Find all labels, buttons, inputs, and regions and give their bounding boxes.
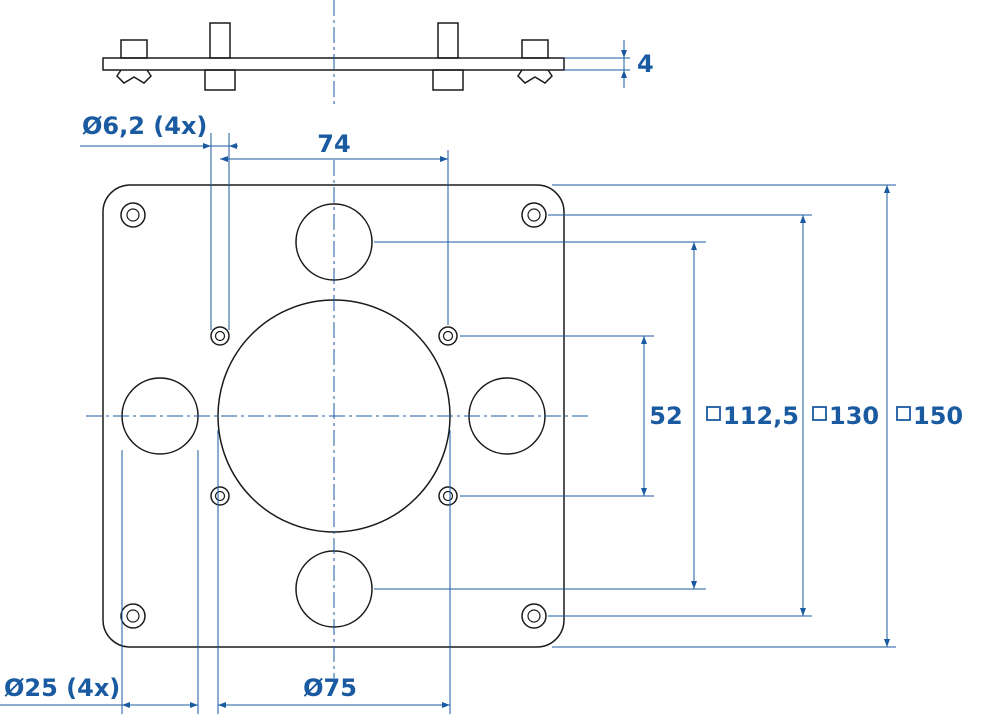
square-symbol bbox=[706, 406, 721, 421]
small-hole-top-left bbox=[210, 326, 230, 346]
hole-spacing-x-dimension bbox=[220, 150, 449, 325]
small-hole-label: Ø6,2 (4x) bbox=[82, 112, 207, 140]
center-hole-dimension bbox=[217, 430, 451, 714]
square-symbol bbox=[812, 406, 827, 421]
side-stud-left bbox=[204, 22, 236, 91]
corner-hole-top-right bbox=[521, 202, 547, 228]
small-hole-dimension bbox=[80, 133, 238, 330]
hole-spacing-y-label: 52 bbox=[649, 402, 682, 430]
square-symbol bbox=[896, 406, 911, 421]
square-112-label: 112,5 bbox=[723, 402, 799, 430]
side-bolt-right bbox=[517, 39, 553, 84]
small-hole-bottom-right bbox=[438, 486, 458, 506]
hole-spacing-y-dimension bbox=[460, 335, 654, 497]
large-hole-bottom bbox=[295, 550, 373, 628]
square-130-label: 130 bbox=[829, 402, 879, 430]
side-view: 4 bbox=[102, 0, 654, 106]
square-150-label: 150 bbox=[913, 402, 963, 430]
side-stud-right bbox=[432, 22, 464, 91]
corner-hole-top-left bbox=[120, 202, 146, 228]
square-130-dimension bbox=[548, 214, 827, 617]
top-view bbox=[86, 160, 592, 678]
large-hole-label: Ø25 (4x) bbox=[4, 674, 120, 702]
center-hole-label: Ø75 bbox=[303, 674, 357, 702]
thickness-label: 4 bbox=[637, 50, 654, 78]
thickness-dimension bbox=[564, 40, 630, 88]
corner-hole-bottom-right bbox=[521, 603, 547, 629]
corner-hole-bottom-left bbox=[120, 603, 146, 629]
hole-spacing-x-label: 74 bbox=[317, 130, 350, 158]
large-hole-dimension bbox=[0, 450, 199, 714]
small-hole-top-right bbox=[438, 326, 458, 346]
square-112-dimension bbox=[374, 241, 721, 590]
square-150-dimension bbox=[552, 184, 911, 648]
small-hole-bottom-left bbox=[210, 486, 230, 506]
side-bolt-left bbox=[116, 39, 152, 84]
